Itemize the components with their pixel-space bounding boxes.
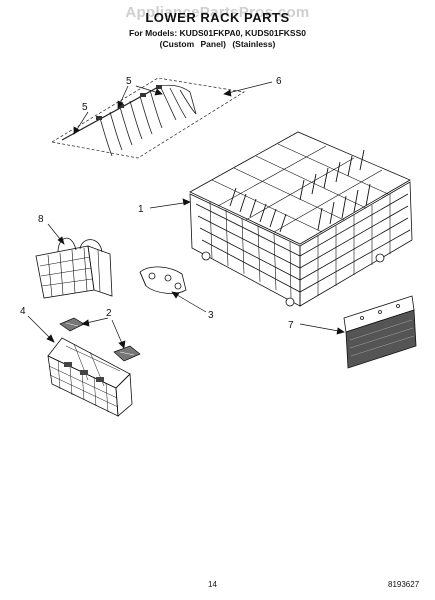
document-number: 8193627 [388, 580, 420, 589]
part-1-lower-rack [189, 131, 413, 307]
tine-clips [96, 85, 162, 120]
callout-5b: 5 [126, 76, 132, 87]
tine-row-tines [99, 84, 197, 157]
panel-types: (Custom Panel) (Stainless) [159, 39, 276, 49]
model-numbers: For Models: KUDS01FKPA0, KUDS01FKSS0 [129, 28, 306, 38]
leader-6 [223, 81, 273, 95]
rack-wheels [201, 251, 385, 307]
part-2-basket-lids [59, 317, 141, 362]
part-6-tine-row-assembly [51, 77, 245, 159]
callout-2: 2 [106, 308, 112, 319]
callout-4: 4 [20, 306, 26, 317]
callout-7: 7 [288, 320, 294, 331]
part-4-large-basket [47, 337, 133, 417]
page-number: 14 [208, 580, 217, 589]
part-8-small-basket [35, 237, 113, 299]
part-3-wheel-clip [139, 266, 187, 294]
callout-1: 1 [138, 204, 144, 215]
part-6-dashed-outline [51, 77, 245, 159]
callout-6: 6 [276, 76, 282, 87]
callout-8: 8 [38, 214, 44, 225]
callout-5a: 5 [82, 102, 88, 113]
part-7-mesh-panel [343, 295, 417, 369]
leader-7 [299, 323, 345, 333]
callout-leader-lines [27, 81, 345, 349]
page-title: LOWER RACK PARTS [145, 10, 290, 25]
watermark-text: AppliancePartsPros.com [125, 4, 310, 21]
callout-3: 3 [208, 310, 214, 321]
